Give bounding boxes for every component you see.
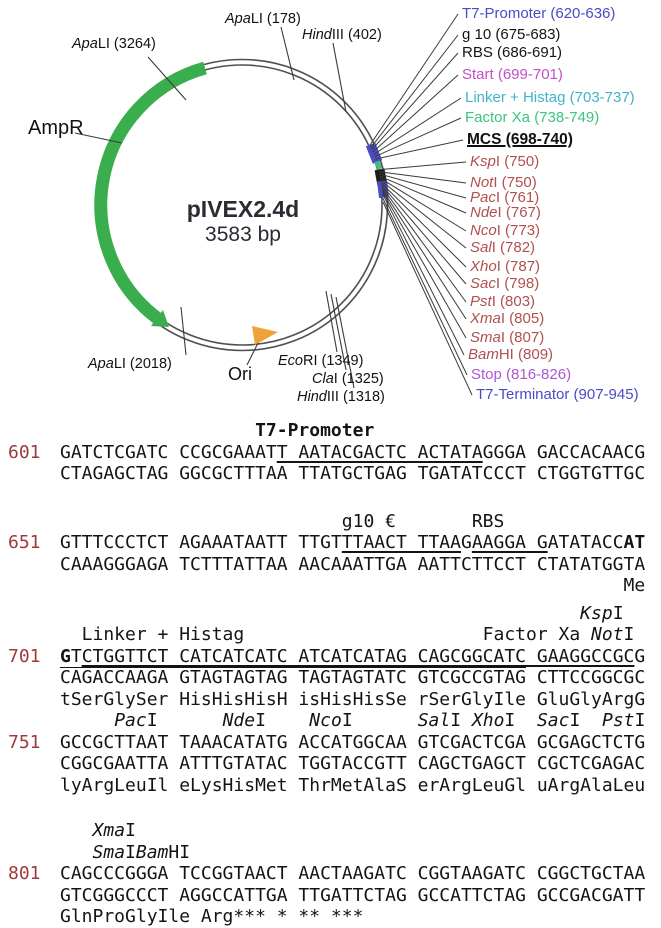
map-label-ampr: AmpR [28, 117, 84, 139]
map-label-clai-1325: ClaI (1325) [312, 371, 384, 387]
mcs-underline-rule [60, 666, 526, 669]
map-label-hindiii-1318: HindIII (1318) [297, 389, 385, 405]
mcs-fan-lines [369, 13, 473, 396]
map-label-ori: Ori [228, 364, 252, 384]
sequence-row: XmaI [92, 820, 136, 841]
ori-arrow-icon [252, 326, 278, 345]
sequence-position-number: 601 [8, 441, 41, 463]
site-leader-lines [74, 26, 355, 389]
map-label-apali-2018: ApaLI (2018) [88, 356, 172, 372]
feature-label-sali: SalI (782) [470, 239, 536, 256]
plasmid-size: 3583 bp [205, 223, 281, 246]
plasmid-title: pIVEX2.4d 3583 bp [140, 196, 346, 248]
sequence-row: CAGACCAAGA GTAGTAGTAG TAGTAGTATC GTCGCCG… [60, 667, 646, 688]
sequence-position-number: 801 [8, 863, 41, 884]
sequence-row: CGGCGAATTA ATTTGTATAC TGGTACCGTT CAGCTGA… [60, 753, 646, 774]
feature-label-psti: PstI (803) [470, 293, 536, 310]
plasmid-map: ApaLI (3264) ApaLI (178) HindIII (402) A… [0, 0, 661, 418]
feature-label-ndei: NdeI (767) [470, 204, 541, 221]
map-label-apali-3264: ApaLI (3264) [72, 36, 156, 52]
sequence-row: tSerGlySer HisHisHisH isHisHisSe rSerGly… [60, 688, 646, 710]
feature-label-stop: Stop (816-826) [471, 366, 572, 383]
sequence-row: GTCGGGCCCT AGGCCATTGA TTGATTCTAG GCCATTC… [60, 884, 646, 906]
sequence-row: GlnProGlyIle Arg*** * ** *** [60, 906, 364, 927]
feature-label-smai: SmaI (807) [470, 329, 545, 346]
sequence-row: CTAGAGCTAG GGCGCTTTAA TTATGCTGAG TGATATC… [60, 463, 646, 484]
feature-label-linker-histag: Linker + Histag (703-737) [465, 89, 635, 106]
sequence-row: Me [623, 575, 646, 596]
sequence-position-number: 651 [8, 532, 41, 553]
sequence-row: CAAAGGGAGA TCTTTATTAA AACAAATTGA AATTCTT… [60, 553, 646, 575]
feature-label-bamhi: BamHI (809) [468, 346, 554, 363]
sequence-row: SmaIBamHI [92, 841, 191, 863]
feature-label-saci: SacI (798) [470, 275, 540, 292]
map-label-apali-178: ApaLI (178) [225, 11, 301, 27]
ampr-arrowhead-icon [151, 310, 169, 327]
feature-label-t7-promoter: T7-Promoter (620-636) [462, 5, 616, 22]
ampr-gene-arc [94, 61, 207, 324]
feature-label-mcs: MCS (698-740) [467, 131, 573, 148]
sequence-row: PacI NdeI NcoI SalI XhoI SacI PstI [114, 710, 646, 731]
plasmid-map-drawing [74, 13, 473, 396]
feature-label-kspi: KspI (750) [470, 153, 540, 170]
feature-label-ncoi: NcoI (773) [470, 222, 541, 239]
sequence-row: Linker + Histag Factor Xa NotI [60, 624, 635, 645]
feature-label-noti: NotI (750) [470, 174, 537, 191]
map-label-hindiii-402: HindIII (402) [302, 27, 382, 43]
feature-label-xhoi: XhoI (787) [470, 258, 541, 275]
sequence-row: T7-Promoter [255, 420, 375, 441]
feature-label-t7-terminator: T7-Terminator (907-945) [476, 386, 639, 403]
plasmid-name: pIVEX2.4d [186, 196, 300, 222]
sequence-position-number: 751 [8, 731, 41, 753]
feature-label-rbs: RBS (686-691) [462, 44, 563, 61]
sequence-row: g10 € RBS [341, 510, 505, 532]
feature-label-factor-xa: Factor Xa (738-749) [465, 109, 600, 126]
feature-label-xmai: XmaI (805) [470, 310, 545, 327]
sequence-row: KspI [580, 602, 624, 624]
feature-label-paci: PacI (761) [470, 189, 540, 206]
sequence-row: lyArgLeuIl eLysHisMet ThrMetAlaS erArgLe… [60, 774, 646, 796]
feature-label-g10: g 10 (675-683) [462, 26, 561, 43]
map-label-ecori-1349: EcoRI (1349) [278, 353, 364, 369]
feature-label-start: Start (699-701) [462, 66, 563, 83]
sequence-position-number: 701 [8, 645, 41, 667]
